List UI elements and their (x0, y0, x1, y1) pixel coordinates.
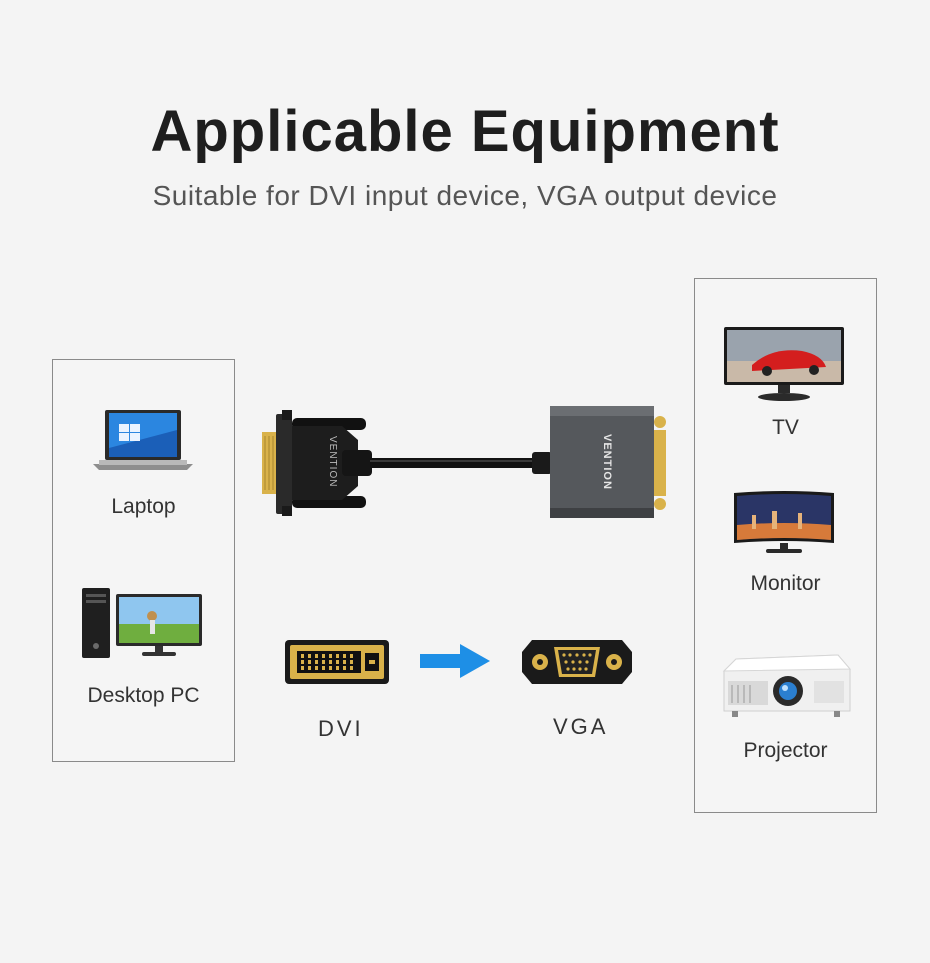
tv-label: TV (772, 416, 799, 439)
tv-icon (722, 325, 846, 403)
projector-label: Projector (743, 739, 828, 762)
laptop-label: Laptop (111, 495, 176, 518)
dvi-label: DVI (318, 716, 364, 741)
monitor-label: Monitor (750, 572, 821, 595)
dvi-port-icon (285, 640, 389, 684)
desktop-pc-label: Desktop PC (87, 684, 200, 707)
vga-label: VGA (553, 714, 609, 739)
input-devices-panel: Laptop Desktop PC (52, 359, 235, 762)
projector-icon (722, 647, 852, 725)
vga-port-icon (522, 640, 632, 684)
laptop-icon (89, 408, 197, 474)
adapter-brand-vga: VENTION (601, 434, 613, 490)
page-subtitle: Suitable for DVI input device, VGA outpu… (152, 180, 778, 211)
monitor-icon (732, 489, 836, 555)
arrow-right-icon (420, 644, 490, 678)
adapter-brand-dvi: VENTION (327, 436, 338, 488)
output-devices-panel: TV Monitor (694, 278, 877, 813)
page-title: Applicable Equipment (150, 99, 780, 164)
desktop-pc-icon (80, 586, 204, 660)
dvi-to-vga-adapter-image (262, 404, 672, 522)
